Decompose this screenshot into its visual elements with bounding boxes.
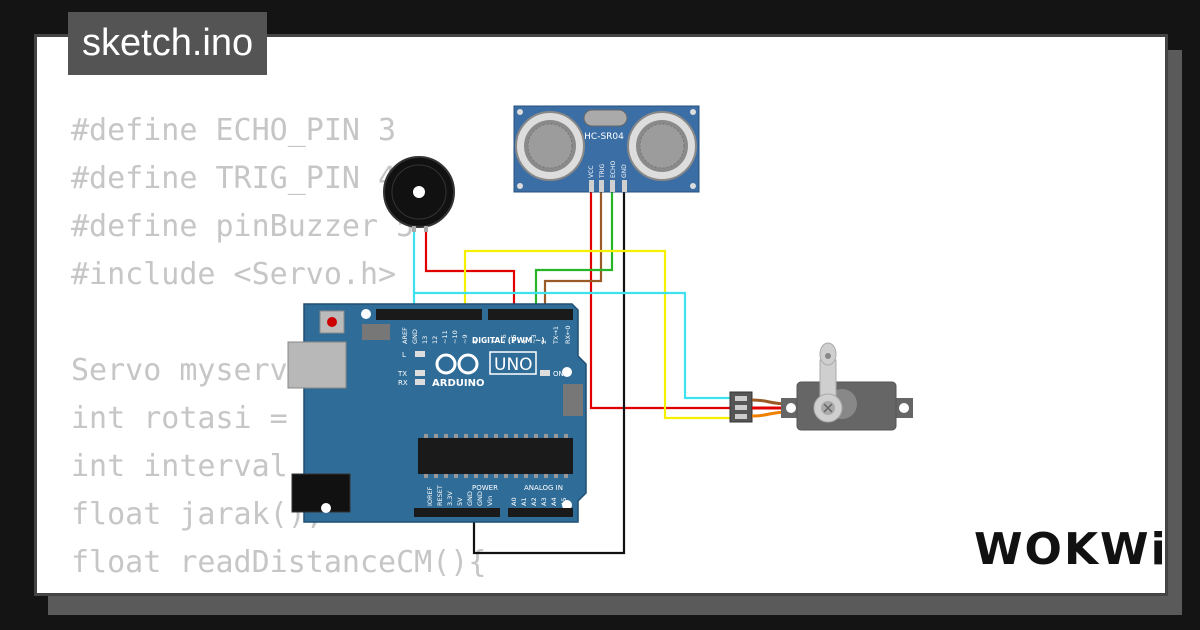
pin-label: GND	[476, 491, 484, 506]
wire-sensor-trig[interactable]	[543, 192, 603, 312]
pin-label: 8	[471, 340, 479, 344]
analog-label: ANALOG IN	[524, 484, 563, 492]
led-label: TX	[397, 370, 407, 378]
servo-motor[interactable]	[729, 342, 913, 431]
wire-buzzer-red[interactable]	[424, 228, 516, 312]
led-label: L	[402, 351, 406, 359]
power-label: POWER	[472, 484, 498, 492]
code-block: #define ECHO_PIN 3#define TRIG_PIN 4#def…	[71, 107, 613, 593]
pin-label: 3.3V	[446, 491, 454, 506]
wire-servo-signal[interactable]	[463, 249, 732, 420]
wire-sensor-gnd[interactable]	[472, 192, 626, 555]
pin-label: ~6	[500, 334, 508, 344]
wire-sensor-vcc[interactable]	[589, 192, 732, 410]
arduino-model: UNO	[494, 355, 533, 375]
pin-label: TX→1	[552, 326, 560, 345]
header-digital-a	[376, 309, 482, 320]
header-power	[414, 508, 500, 517]
code-line: float readDistanceCM(){	[71, 545, 487, 580]
wires	[412, 192, 732, 555]
pin-label: 13	[421, 336, 429, 344]
pin-label: ~10	[451, 330, 459, 344]
arduino-uno-board[interactable]: AREF GND 13 12 ~11 ~10 ~9 8 7 ~6 ~5 4 ~3…	[287, 303, 587, 523]
pin-label: 4	[520, 340, 528, 344]
digital-label: DIGITAL (PWM ~)	[472, 336, 545, 345]
code-line: #define pinBuzzer 5	[71, 209, 415, 244]
microcontroller-chip	[418, 438, 573, 474]
sensor-pin-label: TRIG	[599, 163, 606, 179]
header-digital-b	[488, 309, 573, 320]
pin-label: ~9	[461, 334, 469, 344]
pin-label: ~5	[510, 334, 518, 344]
arduino-logo-icon	[435, 353, 479, 375]
led-label: ON	[553, 370, 564, 378]
pin-label: A4	[550, 497, 558, 506]
arduino-brand: ARDUINO	[432, 378, 484, 389]
pin-label: A2	[530, 497, 538, 506]
pin-label: AREF	[401, 327, 409, 344]
pin-label: GND	[411, 329, 419, 344]
sensor-model-label: HC-SR04	[584, 132, 624, 142]
pin-label: A1	[520, 497, 528, 506]
buzzer-hole-icon	[413, 186, 425, 198]
sensor-pin-label: GND	[621, 164, 628, 178]
header-analog	[508, 508, 573, 517]
wire-servo-gnd[interactable]	[414, 291, 732, 400]
led-label: RX	[398, 379, 408, 387]
wokwi-logo: WOKWi	[974, 524, 1168, 575]
pin-label: A5	[560, 497, 568, 506]
pin-label: ~11	[441, 330, 449, 344]
pin-label: ~3	[530, 334, 538, 344]
code-line: #include <Servo.h>	[71, 257, 397, 292]
pin-label: 5V	[456, 497, 464, 506]
pin-label: RX←0	[564, 325, 572, 344]
pin-label: 7	[490, 340, 498, 344]
sensor-pin-label: ECHO	[610, 161, 617, 178]
pin-label: GND	[466, 491, 474, 506]
buzzer[interactable]	[383, 156, 455, 232]
pin-label: IOREF	[426, 486, 434, 506]
usb-port	[287, 341, 347, 389]
file-title[interactable]: sketch.ino	[68, 12, 268, 75]
pin-label: 12	[431, 336, 439, 344]
power-jack	[291, 473, 351, 513]
pin-label: A0	[510, 497, 518, 506]
pin-label: RESET	[436, 485, 444, 506]
pin-label: Vin	[486, 496, 494, 506]
pin-label: A3	[540, 497, 548, 506]
sensor-pin-label: VCC	[588, 166, 595, 178]
ultrasonic-sensor[interactable]: HC-SR04 VCC TRIG ECHO GND	[513, 105, 700, 193]
code-line: #define ECHO_PIN 3	[71, 113, 397, 148]
pin-label: 2	[540, 340, 548, 344]
wire-sensor-echo[interactable]	[534, 192, 614, 312]
